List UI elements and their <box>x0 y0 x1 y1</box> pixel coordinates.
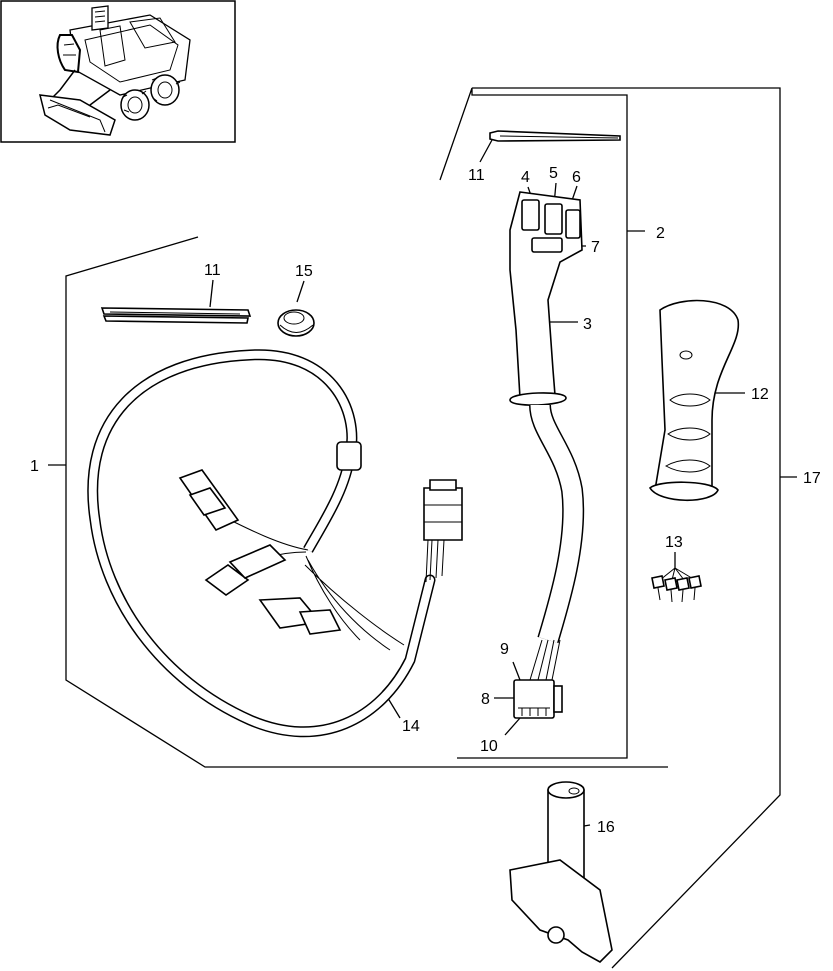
lever-base <box>509 781 613 963</box>
callout-3: 3 <box>583 316 592 333</box>
harness-plug <box>513 679 563 719</box>
callout-16: 16 <box>597 819 615 836</box>
callout-13: 13 <box>665 534 683 551</box>
handle-boot <box>648 299 740 502</box>
wiring-harness <box>87 349 463 738</box>
callout-9: 9 <box>500 641 509 658</box>
callout-11-upper: 11 <box>468 167 485 184</box>
assembly-2-outline <box>439 87 628 759</box>
callout-8: 8 <box>481 691 490 708</box>
callout-1: 1 <box>30 458 39 475</box>
screws <box>651 567 702 603</box>
kit-17-outline <box>472 87 781 969</box>
callout-labels: 1 2 3 4 5 6 7 8 9 10 11 11 12 13 14 15 1… <box>30 165 821 836</box>
callout-11-lower: 11 <box>204 262 221 279</box>
callout-7: 7 <box>591 239 600 256</box>
joystick-handle <box>509 191 585 681</box>
kit-1-outline <box>65 236 668 768</box>
callout-2: 2 <box>656 225 665 242</box>
callout-17: 17 <box>803 470 821 487</box>
callout-14: 14 <box>402 718 420 735</box>
callout-6: 6 <box>572 169 581 186</box>
callout-5: 5 <box>549 165 558 182</box>
grommet <box>277 309 315 337</box>
callout-12: 12 <box>751 386 769 403</box>
tie-strap-bundle <box>100 307 252 324</box>
callout-4: 4 <box>521 169 530 186</box>
tie-strap-upper <box>489 130 621 142</box>
callout-15: 15 <box>295 263 313 280</box>
machine-locator-thumbnail <box>0 0 236 143</box>
callout-10: 10 <box>480 738 498 755</box>
